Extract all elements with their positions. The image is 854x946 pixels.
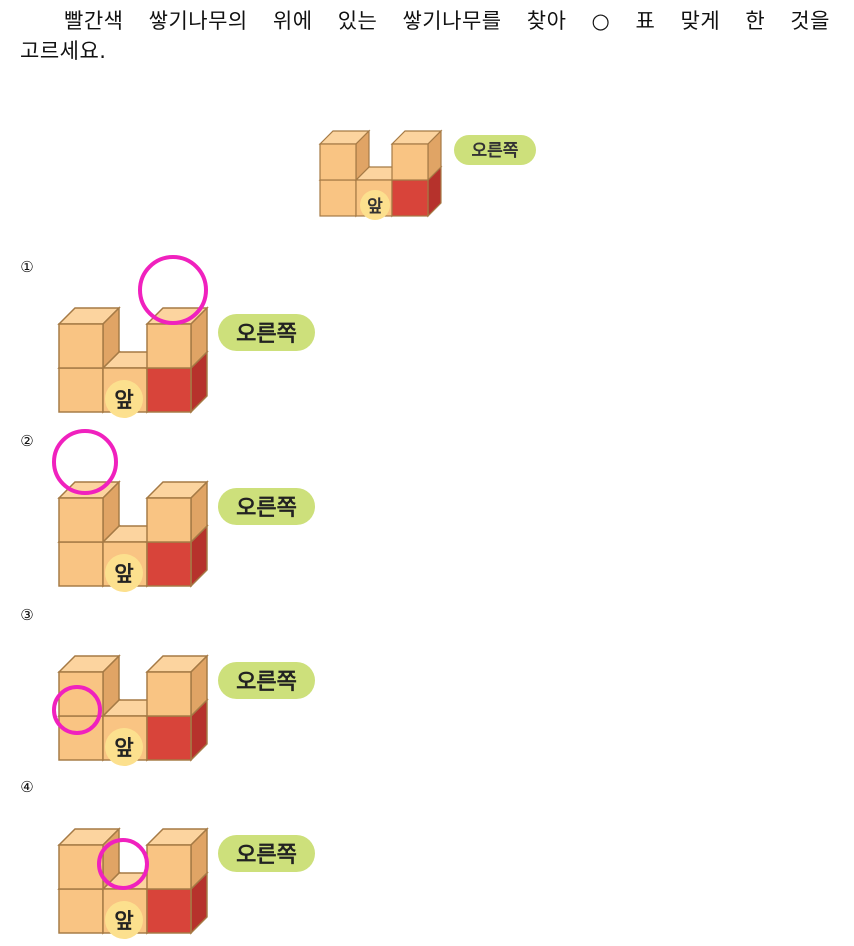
option-1-number: ① [20,258,34,276]
top-left-block [57,827,121,891]
question-text: 빨간색 쌓기나무의 위에 있는 쌓기나무를 찾아 ○ 표 맞게 한 것을 고르세… [20,6,830,66]
reference-block-figure: 오른쪽 앞 [318,129,536,220]
svg-text:앞: 앞 [367,197,383,217]
front-label: 앞 [360,190,390,220]
top-right-block [145,827,209,891]
question-word: 찾아 [526,9,567,33]
right-label: 오른쪽 [454,135,536,165]
front-label: 앞 [105,901,143,939]
question-word: 쌓기나무의 [148,9,248,33]
front-label: 앞 [105,728,143,766]
front-label: 앞 [105,554,143,592]
top-right-block [145,306,209,370]
question-word: 있는 [337,9,378,33]
circle-mark-symbol: ○ [591,9,611,33]
circle-mark [97,838,149,890]
option-4-number: ④ [20,778,34,796]
svg-text:앞: 앞 [114,388,133,412]
block-structure [57,480,209,588]
question-word: 표 [635,9,656,33]
top-left-block [57,306,121,370]
top-right-block [145,480,209,544]
right-label: 오른쪽 [218,488,315,525]
option-3-number: ③ [20,606,34,624]
question-line-1: 빨간색 쌓기나무의 위에 있는 쌓기나무를 찾아 ○ 표 맞게 한 것을 [20,6,830,36]
question-line-2: 고르세요. [20,39,107,63]
red-block [145,524,209,588]
top-left-block [318,129,371,182]
svg-text:오른쪽: 오른쪽 [236,496,297,521]
svg-text:앞: 앞 [114,736,133,760]
right-label: 오른쪽 [218,835,315,872]
circle-mark [52,685,102,735]
right-label: 오른쪽 [218,662,315,699]
svg-text:오른쪽: 오른쪽 [236,322,297,347]
question-word: 한 [745,9,766,33]
svg-text:오른쪽: 오른쪽 [236,670,297,695]
top-right-block [145,654,209,718]
svg-text:앞: 앞 [114,909,133,933]
option-2-number: ② [20,432,34,450]
top-right-block [390,129,443,182]
svg-text:오른쪽: 오른쪽 [236,843,297,868]
svg-text:오른쪽: 오른쪽 [472,141,519,161]
svg-text:앞: 앞 [114,562,133,586]
front-label: 앞 [105,380,143,418]
circle-mark [52,429,118,495]
question-word: 위에 [272,9,313,33]
right-label: 오른쪽 [218,314,315,351]
question-word: 것을 [790,9,830,33]
top-left-block [57,654,121,718]
question-word: 빨간색 [64,9,124,33]
question-word: 쌓기나무를 [402,9,502,33]
question-word: 맞게 [680,9,721,33]
circle-mark [138,255,208,325]
